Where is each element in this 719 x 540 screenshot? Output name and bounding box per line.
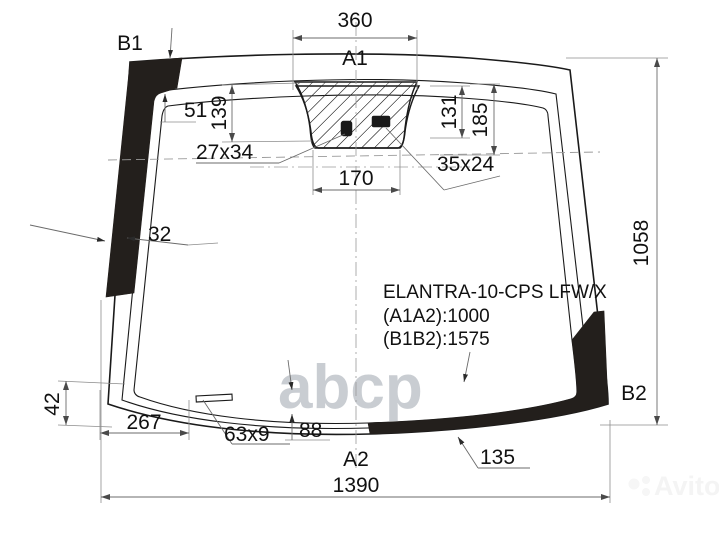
dimension-label-360: 360: [337, 9, 372, 32]
watermark-abcp: abcp: [278, 353, 423, 422]
corner-label-b2: B2: [621, 382, 647, 405]
dimension-label-135: 135: [480, 446, 515, 469]
corner-label-b1: B1: [117, 32, 143, 55]
bottom-edge-leaders: [287, 351, 471, 391]
dimension-band-top-51: 51: [160, 94, 207, 123]
dimension-bottom-left-42: 42: [41, 380, 126, 428]
dimension-right-band-outer-185: 185: [440, 83, 500, 156]
part-b1b2: (B1B2):1575: [383, 329, 490, 350]
sensor-window-left: [340, 120, 353, 137]
dimension-label-170: 170: [338, 167, 373, 190]
dimension-right-band-131: 131: [430, 85, 470, 139]
watermark-avito-text: Avito: [654, 471, 719, 501]
mirror-mount-block: [293, 81, 421, 149]
ceramic-band-bottom-right: [367, 310, 609, 435]
corner-marker-b1: B1: [117, 27, 174, 59]
callout-label-27x34: 27x34: [196, 141, 254, 164]
dimension-label-51: 51: [184, 99, 207, 122]
part-a1a2: (A1A2):1000: [383, 306, 490, 327]
corner-label-a2: A2: [343, 448, 369, 471]
dimension-label-139: 139: [208, 95, 231, 130]
dimension-label-42: 42: [41, 392, 64, 415]
callout-sensor-left-27x34: 27x34: [196, 133, 346, 164]
dimension-bottom-right-curve-135: 135: [457, 436, 530, 469]
dimension-edge-thickness-32: 32: [29, 223, 219, 246]
dimension-label-88: 88: [299, 419, 322, 442]
part-info-block: ELANTRA-10-CPS LFW/X (A1A2):1000 (B1B2):…: [383, 282, 607, 350]
dimension-label-1058: 1058: [630, 220, 653, 267]
ceramic-band-top-left: [105, 57, 183, 298]
callout-sensor-right-35x24: 35x24: [385, 127, 501, 191]
dimension-mirror-width-170: 170: [312, 150, 401, 195]
corner-label-a1: A1: [342, 47, 368, 70]
dimension-top-width-360: 360: [292, 9, 418, 90]
dimension-bottom-offset-267: 267: [99, 390, 190, 440]
sensor-window-right: [371, 115, 391, 128]
callout-wiper-pad-63x9: 63x9: [202, 399, 290, 446]
dimension-overall-height-1058: 1058: [566, 57, 668, 426]
shade-band-dashed-line: [107, 151, 601, 161]
dimension-label-131: 131: [438, 94, 461, 129]
dimension-label-1390: 1390: [333, 474, 380, 497]
dimension-label-267: 267: [126, 411, 161, 434]
dimension-wiper-offset-88: 88: [285, 414, 330, 442]
dimension-label-32: 32: [148, 223, 171, 246]
dimension-mirror-depth-139: 139: [208, 82, 313, 143]
callout-label-35x24: 35x24: [437, 153, 495, 176]
callout-label-63x9: 63x9: [224, 423, 270, 446]
dimension-overall-width-1390: 1390: [100, 300, 611, 503]
watermark-avito: Avito: [628, 471, 719, 501]
wiper-park-pad: [195, 393, 233, 403]
dimension-label-185: 185: [469, 102, 492, 137]
part-code: ELANTRA-10-CPS LFW/X: [383, 282, 607, 303]
